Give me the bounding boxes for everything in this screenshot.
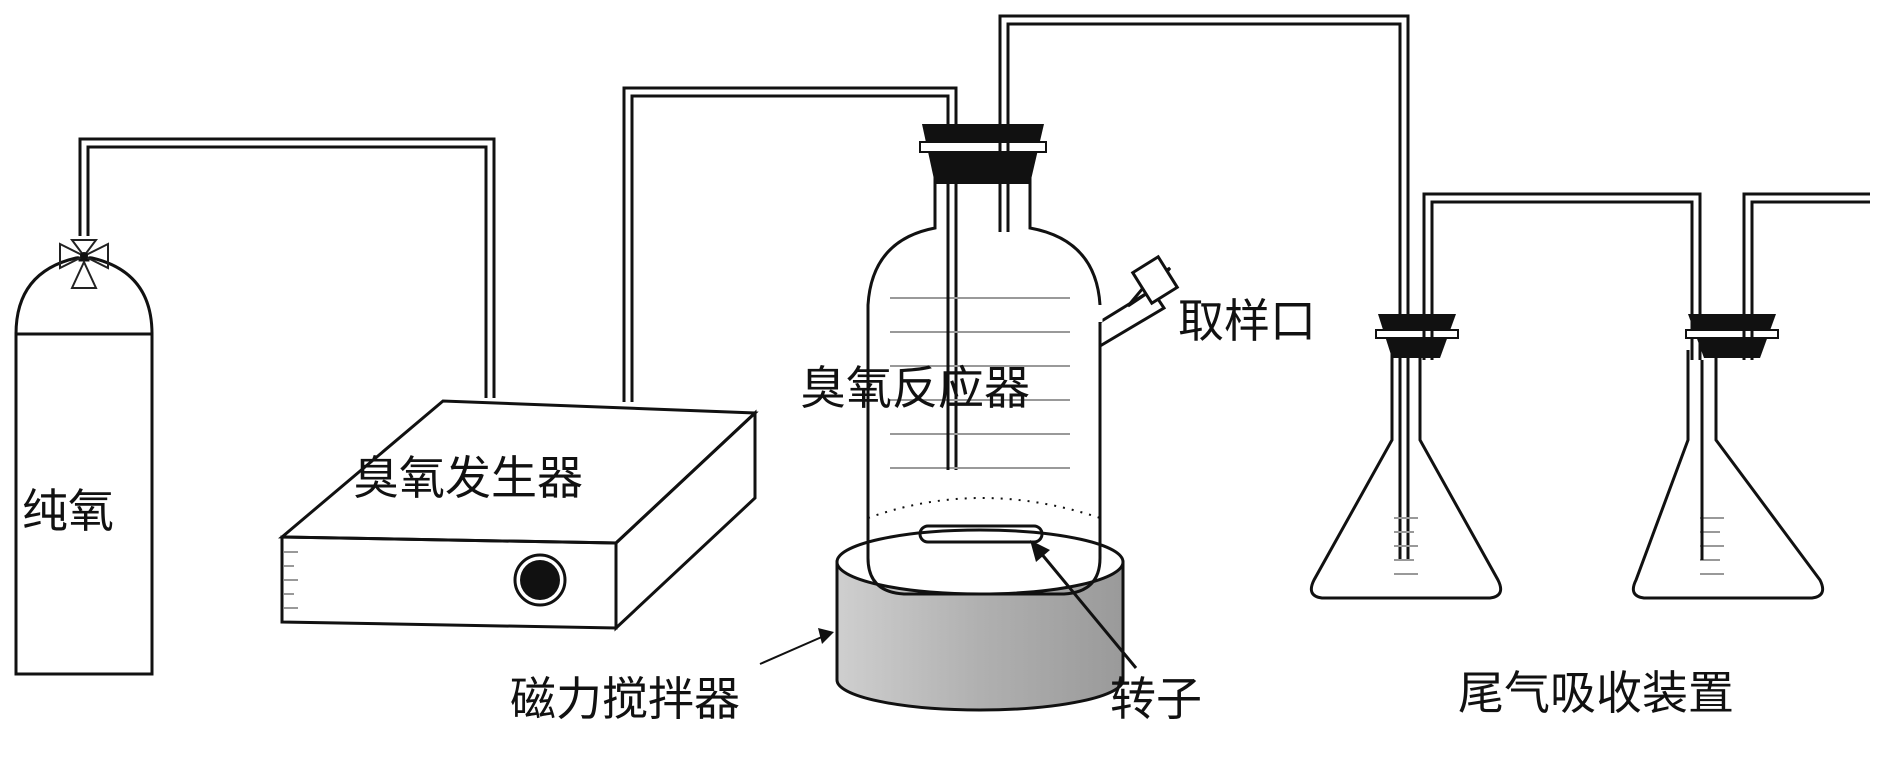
label-stir-bar: 转子	[1110, 672, 1202, 726]
label-oxygen-cylinder: 纯氧	[22, 484, 114, 538]
tube-cylinder-to-generator	[78, 137, 496, 398]
label-sampling-port: 取样口	[1178, 294, 1316, 348]
sampling-port-icon	[1126, 254, 1180, 308]
cylinder-valve-icon	[59, 239, 109, 289]
magnetic-stirrer	[835, 528, 1125, 712]
generator-knob-icon	[513, 553, 567, 607]
tube-generator-to-reactor	[622, 86, 958, 470]
absorber-flask-2	[1631, 314, 1825, 600]
reactor-stopper	[919, 124, 1047, 184]
label-ozone-generator: 臭氧发生器	[353, 451, 583, 505]
arrow-to-stirrer-icon	[759, 628, 834, 665]
tube-reactor-to-absorber	[998, 14, 1410, 560]
label-ozone-reactor: 臭氧反应器	[800, 361, 1030, 415]
label-tail-gas-absorber: 尾气吸收装置	[1458, 666, 1734, 720]
oxygen-cylinder	[14, 256, 154, 676]
absorber-flask-1	[1309, 314, 1503, 600]
label-magnetic-stirrer: 磁力搅拌器	[510, 672, 740, 726]
ozone-generator	[277, 399, 759, 632]
stir-bar	[918, 524, 1044, 544]
arrow-to-stir-bar-icon	[1030, 540, 1138, 669]
